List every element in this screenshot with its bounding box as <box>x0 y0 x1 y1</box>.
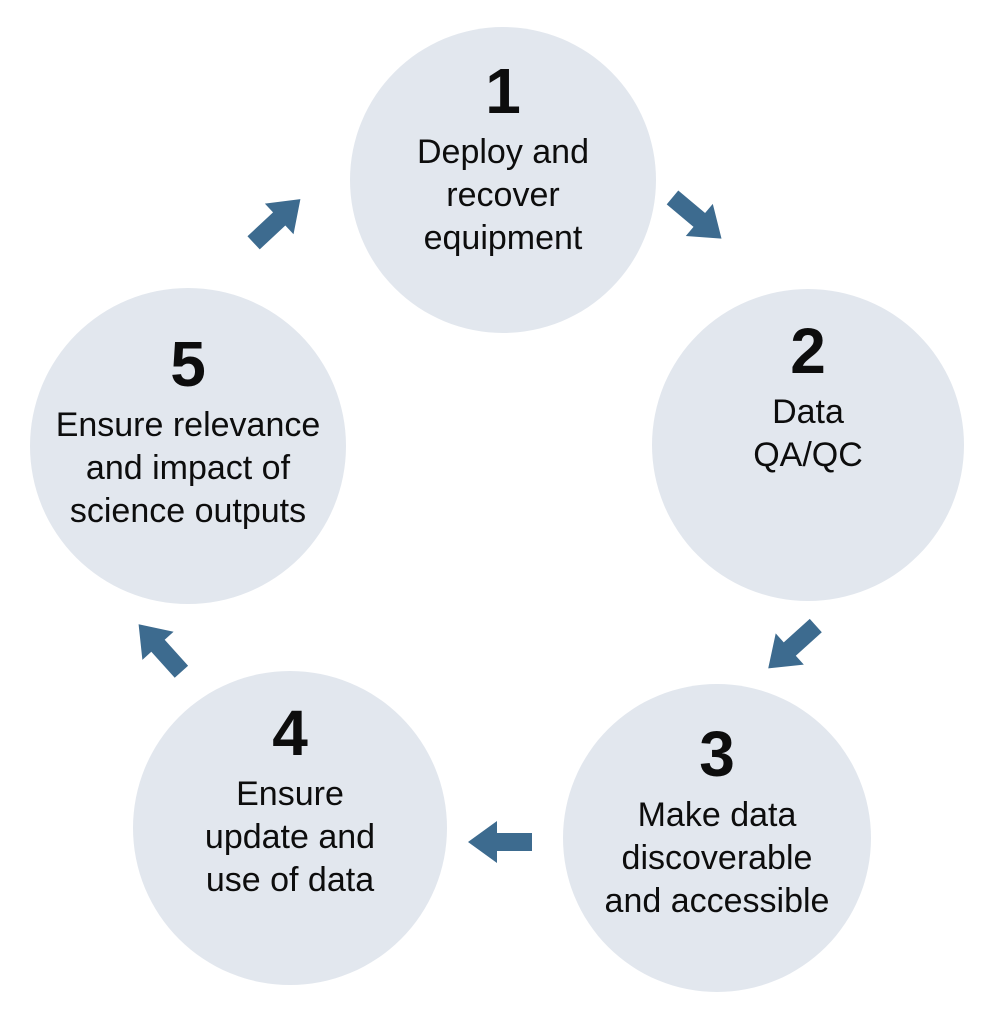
step-label-5: Ensure relevance and impact of science o… <box>55 406 321 530</box>
step-number-4: 4 <box>272 697 308 769</box>
arrow-5-to-1-icon <box>247 199 301 250</box>
step-number-1: 1 <box>485 55 521 127</box>
step-label-1: Deploy and recover equipment <box>416 133 589 257</box>
step-circle-3: 3 Make data discoverable and accessible <box>563 684 871 992</box>
step-circle-1: 1 Deploy and recover equipment <box>350 27 656 333</box>
step-number-3: 3 <box>699 718 735 790</box>
step-label-2: Data QA/QC <box>753 393 863 474</box>
step-circle-4: 4 Ensure update and use of data <box>133 671 447 985</box>
arrow-1-to-2-icon <box>666 190 722 239</box>
step-number-5: 5 <box>170 328 206 400</box>
step-circle-5: 5 Ensure relevance and impact of science… <box>30 288 346 604</box>
arrow-3-to-4-icon <box>468 821 532 863</box>
arrow-2-to-3-icon <box>768 618 822 669</box>
step-number-2: 2 <box>790 315 826 387</box>
arrow-4-to-5-icon <box>138 624 189 678</box>
step-label-4: Ensure update and use of data <box>204 775 376 899</box>
step-circle-2: 2 Data QA/QC <box>652 289 964 601</box>
step-label-3: Make data discoverable and accessible <box>604 796 830 920</box>
